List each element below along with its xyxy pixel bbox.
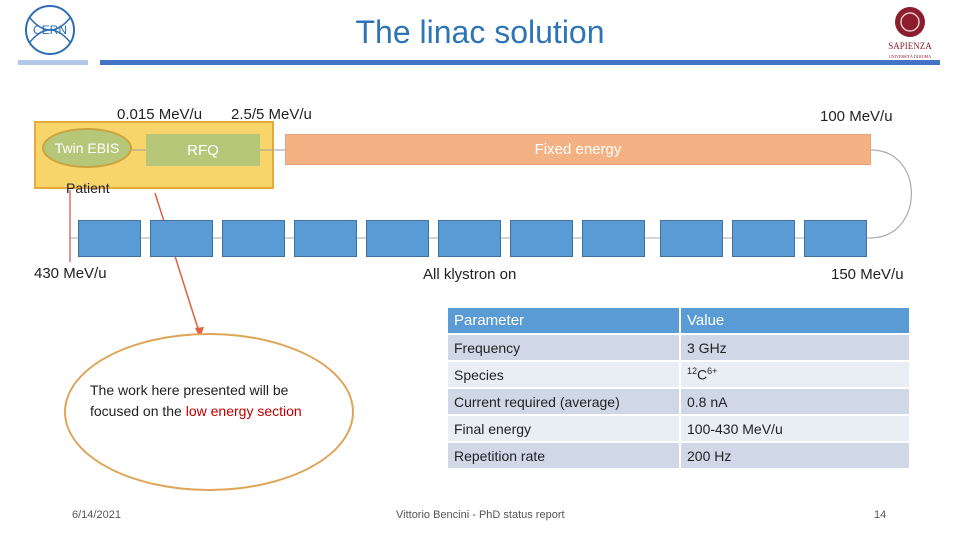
table-cell-value: 3 GHz — [681, 335, 909, 360]
species-symbol: C — [697, 366, 708, 383]
species-mass-number: 12 — [687, 366, 698, 377]
callout-arrow-head — [195, 327, 204, 338]
linac-block — [582, 220, 645, 257]
linac-block — [510, 220, 573, 257]
table-cell-parameter: Frequency — [448, 335, 679, 360]
table-cell-parameter: Current required (average) — [448, 389, 679, 414]
cern-logo: CERN — [22, 2, 78, 58]
table-row: Final energy 100-430 MeV/u — [448, 416, 909, 441]
title-rule-left — [18, 60, 88, 65]
callout-arrow-line — [154, 192, 201, 336]
cern-logo-text: CERN — [33, 23, 67, 37]
table-cell-parameter: Final energy — [448, 416, 679, 441]
linac-block — [438, 220, 501, 257]
linac-block — [150, 220, 213, 257]
table-cell-parameter: Species — [448, 362, 679, 387]
energy-label-150: 150 MeV/u — [831, 266, 904, 283]
table-cell-value: 100-430 MeV/u — [681, 416, 909, 441]
table-row: Current required (average) 0.8 nA — [448, 389, 909, 414]
sapienza-logo-subtext: UNIVERSITÀ DI ROMA — [889, 54, 931, 59]
table-cell-parameter: Repetition rate — [448, 443, 679, 468]
slide-title: The linac solution — [355, 14, 605, 50]
all-klystron-label: All klystron on — [423, 266, 517, 283]
species-charge: 6+ — [707, 366, 718, 377]
linac-block — [222, 220, 285, 257]
footer-author: Vittorio Bencini - PhD status report — [396, 509, 565, 521]
fixed-energy-linac: Fixed energy — [285, 134, 871, 165]
table-row: Repetition rate 200 Hz — [448, 443, 909, 468]
note-text-normal: The work here presented will be focused … — [90, 382, 289, 419]
linac-block — [366, 220, 429, 257]
sapienza-logo: SAPIENZA UNIVERSITÀ DI ROMA — [880, 2, 940, 64]
note-ellipse — [64, 333, 354, 491]
note-text: The work here presented will be focused … — [90, 380, 335, 422]
table-cell-value: 0.8 nA — [681, 389, 909, 414]
table-row: Species 12C6+ — [448, 362, 909, 387]
energy-label-430: 430 MeV/u — [34, 265, 107, 282]
energy-label-0015: 0.015 MeV/u — [117, 106, 203, 123]
beam-bend — [869, 149, 912, 239]
energy-label-25-5: 2.5/5 MeV/u — [231, 106, 312, 123]
parameter-table: Parameter Value Frequency 3 GHz Species … — [446, 306, 911, 470]
table-row: Frequency 3 GHz — [448, 335, 909, 360]
footer-date: 6/14/2021 — [72, 509, 121, 521]
rfq-block: RFQ — [146, 134, 260, 166]
linac-block — [732, 220, 795, 257]
twin-ebis-source: Twin EBIS — [42, 128, 132, 168]
title-rule — [100, 60, 940, 65]
table-cell-value: 12C6+ — [681, 362, 909, 387]
table-header-row: Parameter Value — [448, 308, 909, 333]
note-text-highlight: low energy section — [185, 403, 302, 419]
footer-page-number: 14 — [874, 509, 887, 521]
linac-block — [804, 220, 867, 257]
linac-block — [78, 220, 141, 257]
table-header-parameter: Parameter — [448, 308, 679, 333]
energy-label-100: 100 MeV/u — [820, 108, 893, 125]
table-header-value: Value — [681, 308, 909, 333]
linac-block — [660, 220, 723, 257]
sapienza-logo-text: SAPIENZA — [888, 41, 932, 51]
table-cell-value: 200 Hz — [681, 443, 909, 468]
patient-label: Patient — [66, 180, 110, 196]
linac-block — [294, 220, 357, 257]
